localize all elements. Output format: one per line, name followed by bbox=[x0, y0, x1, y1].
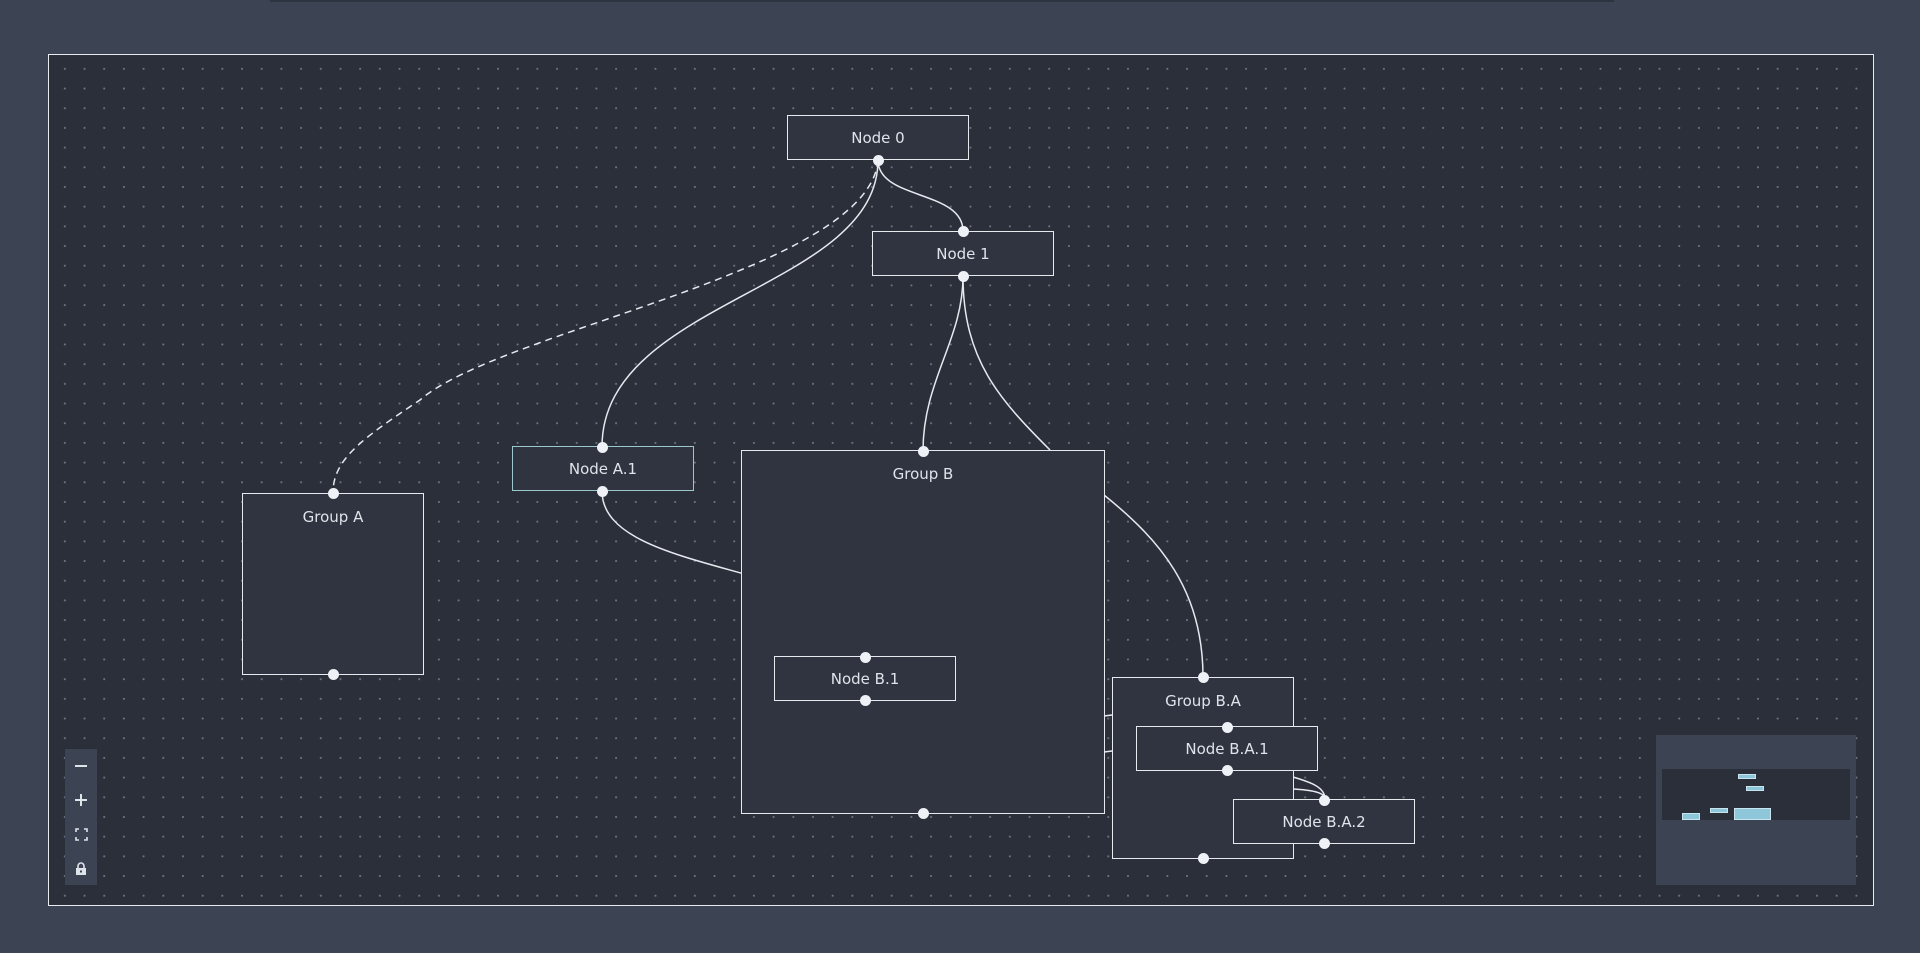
group-b-source-handle[interactable] bbox=[917, 807, 929, 819]
group-b[interactable]: Group B bbox=[741, 450, 1105, 814]
node-1[interactable]: Node 1 bbox=[872, 231, 1054, 276]
node-ba1-target-handle[interactable] bbox=[1221, 721, 1233, 733]
node-0-label: Node 0 bbox=[851, 128, 905, 147]
fit-view-button[interactable] bbox=[65, 818, 97, 850]
node-ba1-source-handle[interactable] bbox=[1221, 764, 1233, 776]
zoom-out-button[interactable] bbox=[65, 750, 97, 782]
minimap-node-a1 bbox=[1710, 808, 1728, 813]
group-a[interactable]: Group A bbox=[242, 493, 424, 675]
group-ba-target-handle[interactable] bbox=[1197, 671, 1209, 683]
node-b1-label: Node B.1 bbox=[830, 669, 900, 688]
group-b-label: Group B bbox=[892, 465, 954, 483]
top-strip bbox=[270, 0, 1614, 2]
node-a1-source-handle[interactable] bbox=[596, 485, 608, 497]
minimap-group-a bbox=[1682, 813, 1700, 820]
node-b1[interactable]: Node B.1 bbox=[774, 656, 956, 701]
node-1-target-handle[interactable] bbox=[957, 225, 969, 237]
lock-icon bbox=[76, 861, 86, 875]
node-ba2-label: Node B.A.2 bbox=[1282, 812, 1366, 831]
minimap-node-1 bbox=[1746, 786, 1764, 791]
node-ba2-target-handle[interactable] bbox=[1318, 794, 1330, 806]
node-0-source-handle[interactable] bbox=[872, 154, 884, 166]
minus-icon bbox=[75, 765, 87, 767]
zoom-in-button[interactable] bbox=[65, 784, 97, 816]
node-a1[interactable]: Node A.1 bbox=[512, 446, 694, 491]
node-b1-source-handle[interactable] bbox=[859, 694, 871, 706]
minimap-group-b bbox=[1734, 808, 1771, 820]
group-ba-source-handle[interactable] bbox=[1197, 852, 1209, 864]
fit-view-icon bbox=[74, 827, 88, 841]
group-b-target-handle[interactable] bbox=[917, 445, 929, 457]
group-a-source-handle[interactable] bbox=[327, 668, 339, 680]
node-1-source-handle[interactable] bbox=[957, 270, 969, 282]
node-0[interactable]: Node 0 bbox=[787, 115, 969, 160]
minimap[interactable] bbox=[1656, 735, 1856, 885]
node-1-label: Node 1 bbox=[936, 244, 990, 263]
node-a1-label: Node A.1 bbox=[568, 459, 638, 478]
node-b1-target-handle[interactable] bbox=[859, 651, 871, 663]
flow-controls bbox=[65, 749, 97, 885]
lock-button[interactable] bbox=[65, 852, 97, 884]
minimap-node-0 bbox=[1738, 774, 1756, 779]
group-ba-label: Group B.A bbox=[1165, 692, 1241, 710]
plus-icon bbox=[75, 794, 87, 806]
group-a-target-handle[interactable] bbox=[327, 487, 339, 499]
group-a-label: Group A bbox=[302, 508, 364, 526]
node-ba1-label: Node B.A.1 bbox=[1185, 739, 1269, 758]
node-a1-target-handle[interactable] bbox=[596, 441, 608, 453]
node-ba2-source-handle[interactable] bbox=[1318, 837, 1330, 849]
